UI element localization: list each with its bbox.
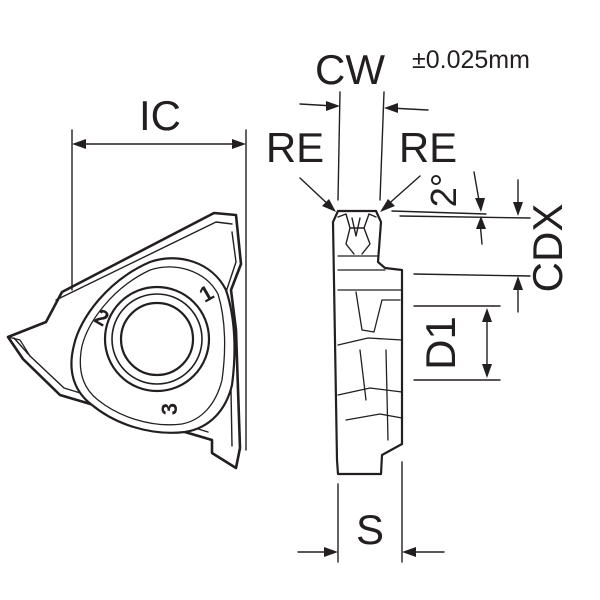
insert-boss-inner	[79, 266, 226, 426]
cdx-extension-bottom	[413, 273, 531, 277]
insert-top-view: 1 2 3 IC	[6, 92, 247, 470]
angle-extension	[391, 210, 487, 215]
side-facet-3	[337, 337, 403, 346]
side-facet-4	[337, 387, 403, 421]
side-facet-5	[359, 349, 389, 441]
ic-arrow-left	[72, 139, 86, 149]
re-right-callout: RE	[380, 124, 457, 212]
cdx-arrow-bottom	[513, 276, 523, 290]
d1-arrow-top	[482, 308, 492, 322]
angle-dimension: 2°	[391, 171, 487, 245]
cdx-dimension: CDX	[399, 179, 571, 313]
re-right-arrow	[380, 199, 395, 212]
edge-marking-3: 3	[157, 403, 182, 415]
angle-arrow-bottom	[476, 216, 486, 229]
tip-chipbreaker-center	[349, 217, 365, 237]
insert-edge-chamfer-top	[55, 221, 233, 301]
cdx-label: CDX	[524, 204, 571, 293]
cw-arrow-left	[326, 101, 340, 111]
ic-dimension: IC	[71, 92, 247, 451]
cw-tolerance: ±0.025mm	[412, 46, 530, 74]
edge-number-3: 3	[157, 403, 182, 415]
s-label: S	[356, 506, 384, 553]
cw-extension-right	[379, 91, 385, 201]
cw-arrow-right	[384, 103, 398, 113]
side-facet-2	[355, 291, 401, 333]
s-arrow-right	[402, 547, 416, 557]
re-left-callout: RE	[266, 124, 336, 212]
cdx-extension-top	[399, 215, 531, 219]
s-dimension: S	[297, 461, 445, 563]
ic-arrow-right	[232, 139, 246, 149]
d1-label: D1	[417, 316, 464, 370]
angle-arrow-top	[475, 198, 485, 212]
insert-tip-left	[7, 336, 31, 357]
clamp-hole-middle	[111, 293, 203, 385]
cdx-arrow-top	[513, 202, 523, 216]
re-left-arrow	[322, 199, 336, 212]
ic-label: IC	[139, 92, 181, 139]
side-facet-1	[337, 269, 403, 291]
insert-side-view: CW ±0.025mm RE RE 2°	[266, 46, 571, 563]
cw-dimension: CW ±0.025mm	[299, 46, 530, 201]
s-arrow-left	[324, 547, 338, 557]
cw-label: CW	[315, 46, 385, 93]
re-right-label: RE	[399, 124, 457, 171]
side-profile-outline	[331, 209, 404, 476]
d1-arrow-bottom	[482, 364, 492, 378]
re-left-label: RE	[266, 124, 324, 171]
angle-label: 2°	[423, 173, 464, 207]
clamp-hole-inner	[119, 301, 195, 377]
d1-dimension: D1	[413, 305, 501, 381]
cw-extension-left	[337, 91, 341, 201]
